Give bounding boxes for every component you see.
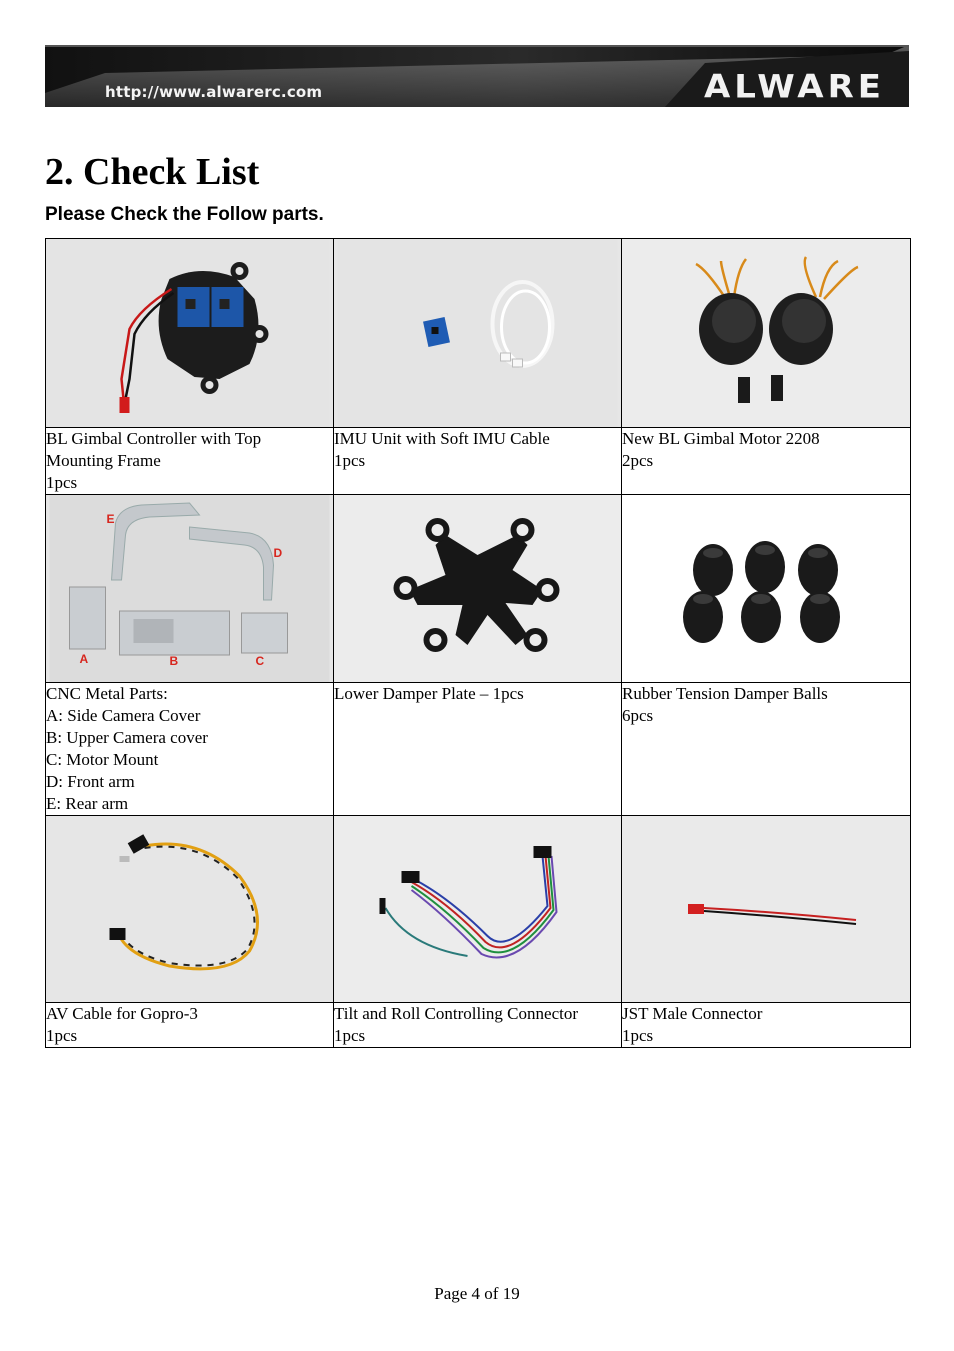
part-description: CNC Metal Parts: A: Side Camera Cover B:… bbox=[45, 682, 334, 816]
part-quantity: 1pcs bbox=[46, 1026, 78, 1045]
page-title: 2. Check List bbox=[45, 151, 260, 193]
part-description: Lower Damper Plate – 1pcs bbox=[333, 682, 622, 816]
part-quantity: 1pcs bbox=[334, 451, 366, 470]
photo-row bbox=[45, 815, 911, 1003]
part-name-line: B: Upper Camera cover bbox=[46, 728, 208, 747]
part-name-line: IMU Unit with Soft IMU Cable bbox=[334, 429, 550, 448]
photo-cell bbox=[333, 494, 622, 683]
photo-cell bbox=[333, 238, 622, 428]
part-description: JST Male Connector 1pcs bbox=[621, 1002, 911, 1048]
part-description: IMU Unit with Soft IMU Cable 1pcs bbox=[333, 427, 622, 495]
gimbal-motor-photo bbox=[622, 239, 910, 427]
part-name-line: AV Cable for Gopro-3 bbox=[46, 1004, 198, 1023]
damper-balls-photo bbox=[622, 495, 910, 682]
text-row: AV Cable for Gopro-3 1pcs Tilt and Roll … bbox=[45, 1002, 911, 1048]
gimbal-controller-icon bbox=[49, 239, 330, 427]
parts-table: BL Gimbal Controller with Top Mounting F… bbox=[45, 238, 911, 1048]
part-description: New BL Gimbal Motor 2208 2pcs bbox=[621, 427, 911, 495]
header-banner: http://www.alwarerc.com ALWARE bbox=[45, 45, 909, 107]
cnc-metal-parts-icon: E D A B C bbox=[49, 495, 330, 682]
part-name-line: Mounting Frame bbox=[46, 451, 161, 470]
photo-cell bbox=[621, 815, 911, 1003]
page-subtitle: Please Check the Follow parts. bbox=[45, 204, 324, 225]
label-d: D bbox=[274, 546, 283, 560]
label-e: E bbox=[107, 512, 115, 526]
part-quantity: 2pcs bbox=[622, 451, 654, 470]
part-description: BL Gimbal Controller with Top Mounting F… bbox=[45, 427, 334, 495]
imu-unit-photo bbox=[334, 239, 621, 427]
damper-plate-photo bbox=[334, 495, 621, 682]
part-name-line: Lower Damper Plate – 1pcs bbox=[334, 684, 524, 703]
part-name-line: Rubber Tension Damper Balls bbox=[622, 684, 828, 703]
imu-unit-icon bbox=[337, 239, 618, 427]
photo-cell bbox=[45, 815, 334, 1003]
part-quantity: 1pcs bbox=[334, 1026, 366, 1045]
page-footer: Page 4 of 19 bbox=[434, 1284, 520, 1303]
part-description: Tilt and Roll Controlling Connector 1pcs bbox=[333, 1002, 622, 1048]
photo-cell bbox=[621, 238, 911, 428]
gimbal-controller-photo bbox=[46, 239, 333, 427]
part-quantity: 1pcs bbox=[622, 1026, 654, 1045]
photo-cell bbox=[621, 494, 911, 683]
label-a: A bbox=[80, 652, 89, 666]
gimbal-motor-icon bbox=[626, 239, 906, 427]
part-description: AV Cable for Gopro-3 1pcs bbox=[45, 1002, 334, 1048]
photo-cell bbox=[333, 815, 622, 1003]
photo-row bbox=[45, 238, 911, 428]
text-row: CNC Metal Parts: A: Side Camera Cover B:… bbox=[45, 682, 911, 816]
text-row: BL Gimbal Controller with Top Mounting F… bbox=[45, 427, 911, 495]
av-cable-photo bbox=[46, 816, 333, 1002]
part-name-line: C: Motor Mount bbox=[46, 750, 159, 769]
part-name-line: A: Side Camera Cover bbox=[46, 706, 201, 725]
part-name-line: BL Gimbal Controller with Top bbox=[46, 429, 262, 448]
part-name-line: New BL Gimbal Motor 2208 bbox=[622, 429, 820, 448]
part-name-line: CNC Metal Parts: bbox=[46, 684, 168, 703]
av-cable-icon bbox=[49, 816, 330, 1002]
photo-cell: E D A B C bbox=[45, 494, 334, 683]
connector-cable-photo bbox=[334, 816, 621, 1002]
damper-balls-icon bbox=[626, 495, 906, 682]
damper-plate-icon bbox=[337, 495, 618, 682]
jst-connector-icon bbox=[626, 816, 906, 1002]
part-description: Rubber Tension Damper Balls 6pcs bbox=[621, 682, 911, 816]
label-c: C bbox=[256, 654, 265, 668]
connector-cable-icon bbox=[337, 816, 618, 1002]
jst-connector-photo bbox=[622, 816, 910, 1002]
cnc-metal-parts-photo: E D A B C bbox=[46, 495, 333, 682]
part-name-line: Tilt and Roll Controlling Connector bbox=[334, 1004, 578, 1023]
part-quantity: 1pcs bbox=[46, 473, 78, 492]
part-name-line: D: Front arm bbox=[46, 772, 135, 791]
part-name-line: E: Rear arm bbox=[46, 794, 129, 813]
alware-logo: ALWARE bbox=[703, 68, 885, 106]
photo-cell bbox=[45, 238, 334, 428]
label-b: B bbox=[170, 654, 179, 668]
photo-row: E D A B C bbox=[45, 494, 911, 683]
part-quantity: 6pcs bbox=[622, 706, 654, 725]
part-name-line: JST Male Connector bbox=[622, 1004, 763, 1023]
banner-background bbox=[45, 45, 909, 107]
website-url[interactable]: http://www.alwarerc.com bbox=[105, 83, 323, 101]
